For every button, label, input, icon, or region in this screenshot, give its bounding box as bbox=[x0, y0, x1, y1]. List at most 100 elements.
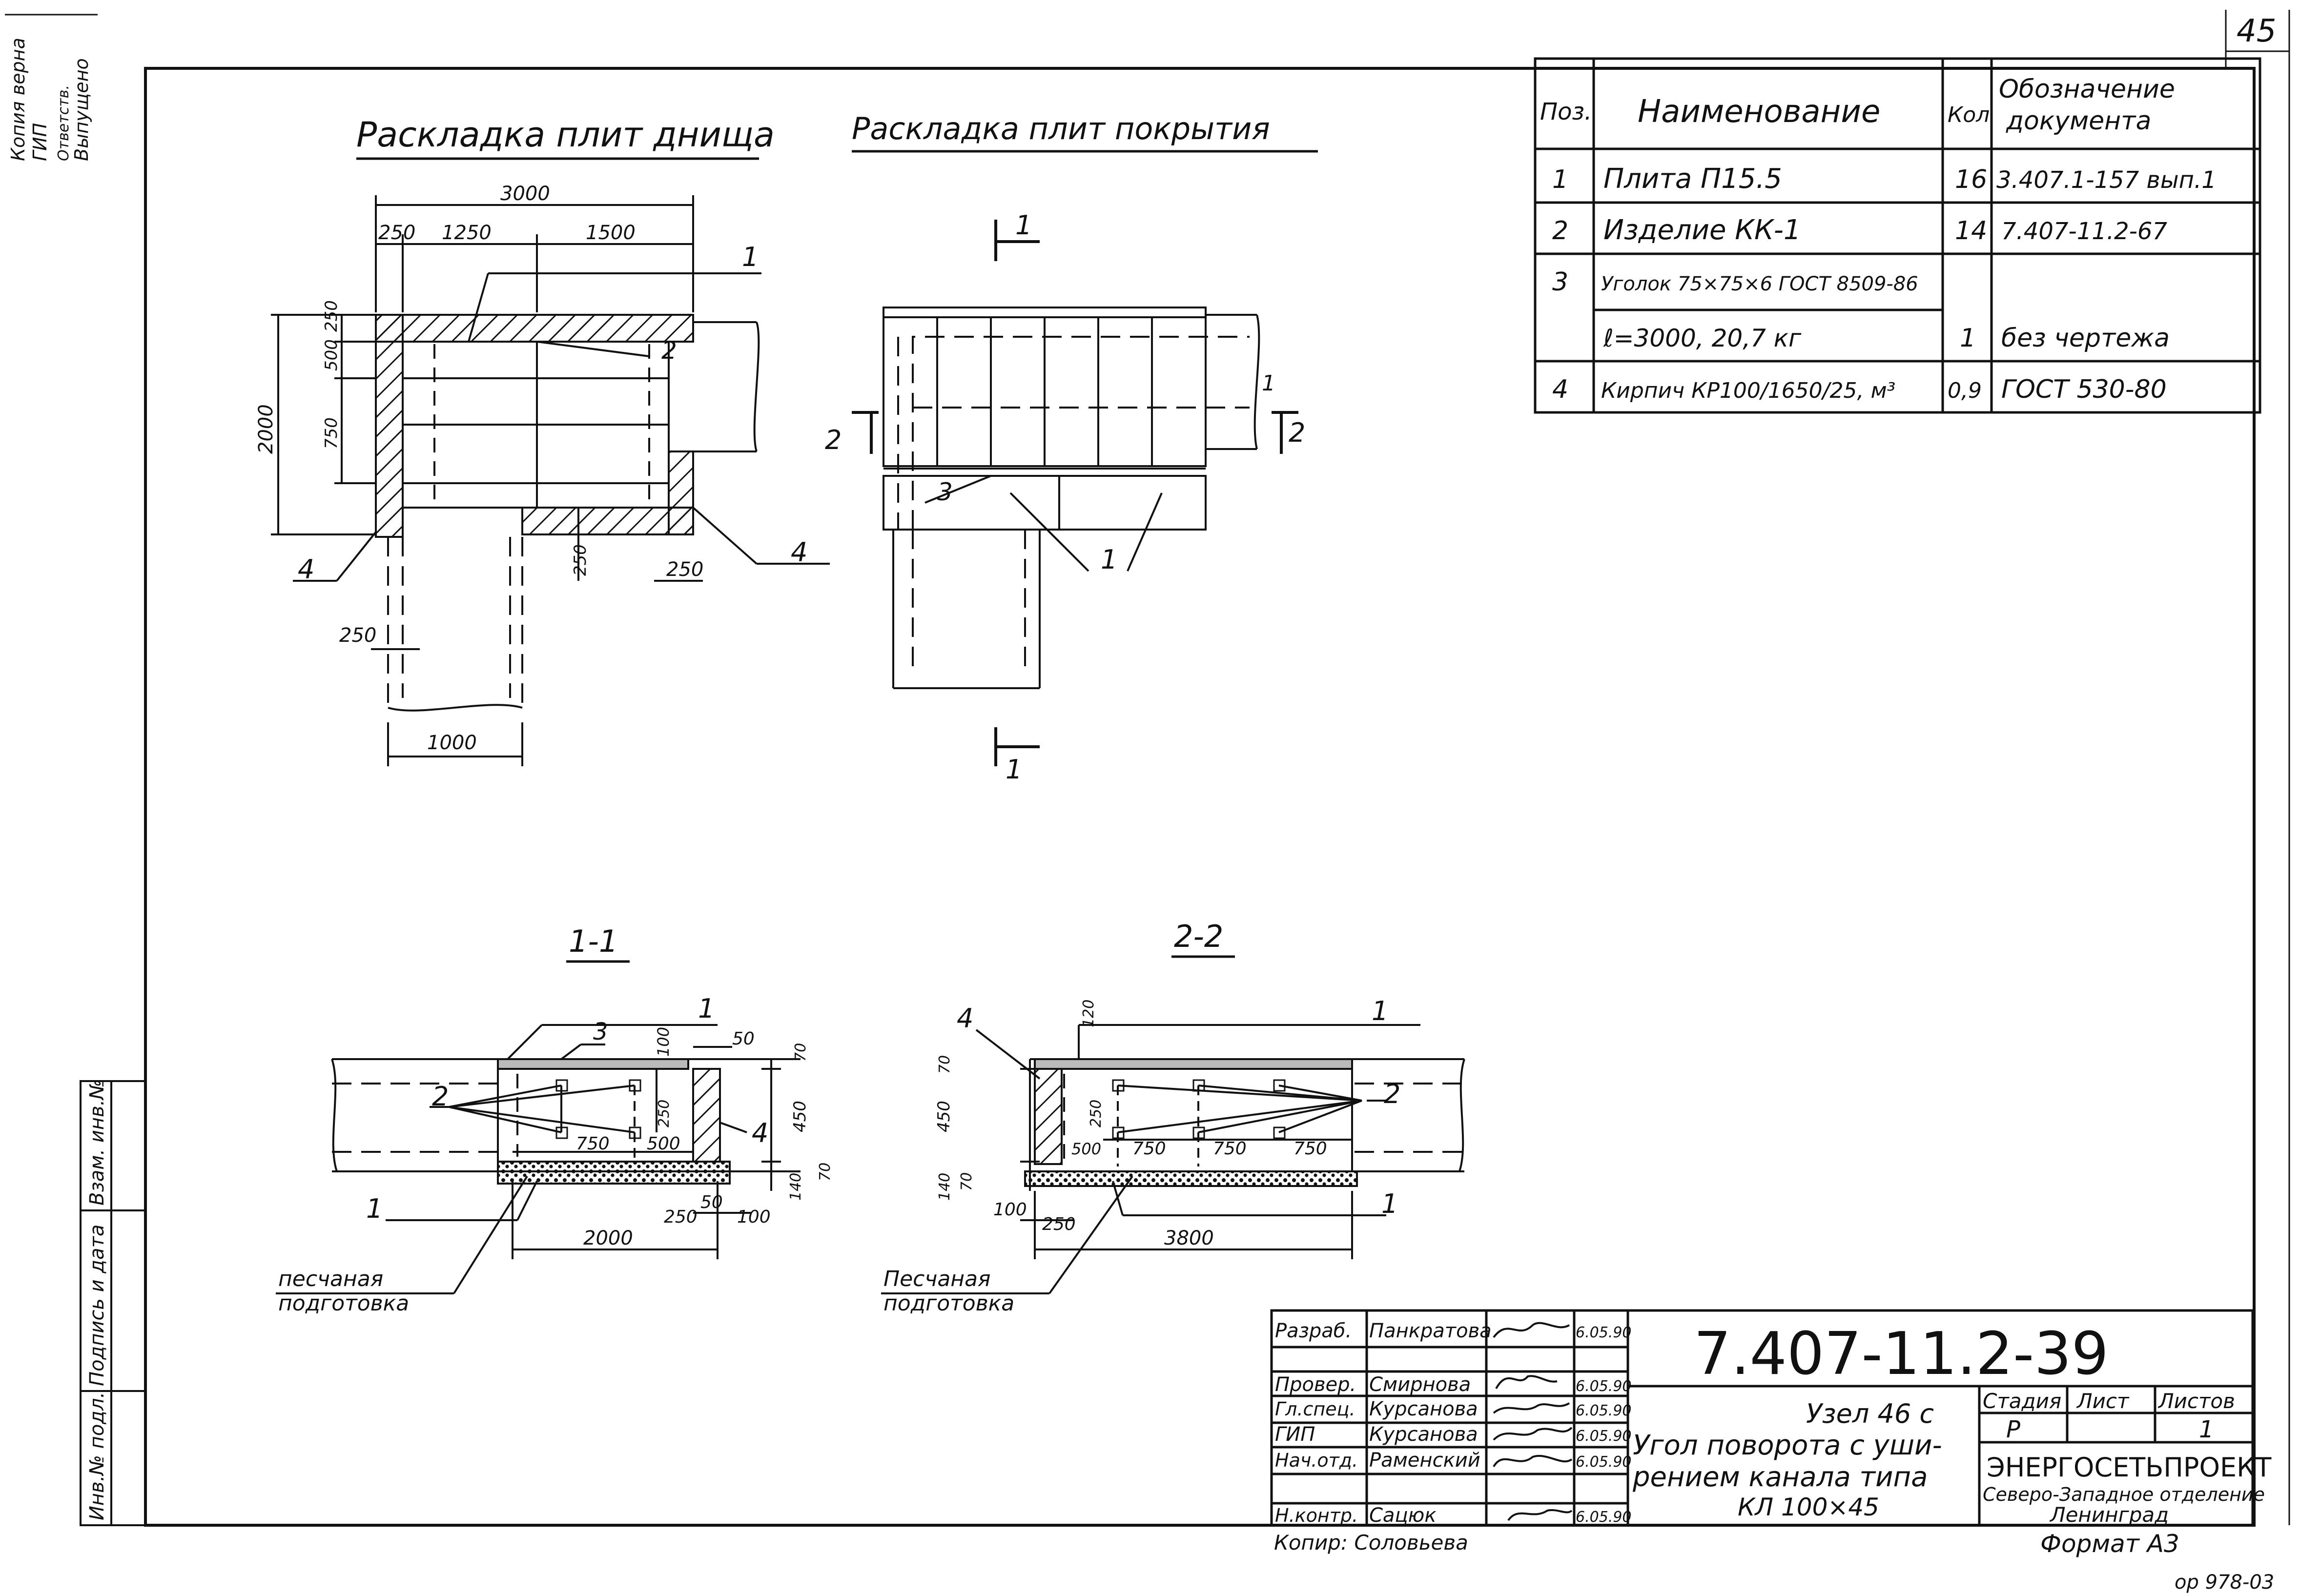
stage-value-sheets: 1 bbox=[2199, 1416, 2214, 1443]
s1-callout-2: 2 bbox=[432, 1081, 449, 1112]
spec-row-3-name: Уголок 75×75×6 ГОСТ 8509-86 bbox=[1601, 273, 1918, 295]
plan-bottom-layout bbox=[271, 195, 830, 766]
s2-dim-100: 100 bbox=[993, 1200, 1027, 1220]
s1-callout-1-top: 1 bbox=[698, 993, 715, 1024]
s2-dim-3800: 3800 bbox=[1164, 1227, 1214, 1249]
signature-mark-3 bbox=[1493, 1402, 1570, 1414]
s1-dim-250: 250 bbox=[656, 1100, 673, 1127]
s1-dim-50-bottom: 50 bbox=[700, 1192, 723, 1212]
s2-dim-140: 140 bbox=[936, 1173, 953, 1201]
s2-dim-250-bottom: 250 bbox=[1042, 1214, 1076, 1234]
spec-row-2-qty: 14 bbox=[1955, 216, 1987, 246]
sig-name-4: Курсанова bbox=[1369, 1423, 1478, 1446]
s1-dim-450: 450 bbox=[790, 1101, 810, 1132]
org-branch: Северо-Западное отделение bbox=[1983, 1484, 2265, 1505]
sig-name-1: Панкратова bbox=[1369, 1320, 1492, 1342]
corner-stamp: Копия верна ГИП Ответств. Выпущено bbox=[5, 14, 98, 161]
dim-1250: 1250 bbox=[442, 222, 492, 244]
callout-4-right: 4 bbox=[791, 537, 807, 568]
s2-dim-120: 120 bbox=[1080, 1000, 1097, 1027]
spec-row-1-pos: 1 bbox=[1552, 165, 1568, 194]
dim-1000: 1000 bbox=[427, 732, 477, 754]
dim-250-channel: 250 bbox=[339, 624, 376, 647]
sig-role-5: Нач.отд. bbox=[1275, 1450, 1358, 1471]
spec-row-4-pos: 4 bbox=[1552, 375, 1568, 404]
signature-mark-4 bbox=[1493, 1427, 1573, 1441]
s1-dim-100-bottom: 100 bbox=[737, 1207, 771, 1227]
callout-1-cover-right: 1 bbox=[1262, 371, 1275, 396]
dim-2000: 2000 bbox=[255, 404, 277, 454]
spec-row-4-doc: ГОСТ 530-80 bbox=[2001, 375, 2167, 404]
s1-dim-70-bottom: 70 bbox=[817, 1163, 834, 1181]
heading-cover-layout: Раскладка плит покрытия bbox=[852, 111, 1270, 146]
dim-750: 750 bbox=[322, 417, 341, 449]
s1-note-line-1: песчаная bbox=[278, 1267, 383, 1291]
sig-role-1: Разраб. bbox=[1275, 1320, 1352, 1342]
s1-dim-500: 500 bbox=[647, 1134, 680, 1154]
s1-callout-1-bottom: 1 bbox=[366, 1193, 383, 1224]
callout-2-bottom: 2 bbox=[661, 336, 677, 365]
spec-row-3b-qty: 1 bbox=[1960, 324, 1976, 353]
heading-section-1-1: 1-1 bbox=[569, 923, 618, 959]
heading-bottom-layout: Раскладка плит днища bbox=[356, 115, 775, 155]
stage-header-sheets: Листов bbox=[2157, 1389, 2235, 1413]
stage-value-stage: Р bbox=[2006, 1416, 2020, 1443]
spec-table bbox=[1534, 57, 2261, 414]
s2-dim-750-a: 750 bbox=[1132, 1139, 1166, 1159]
sig-name-3: Курсанова bbox=[1369, 1398, 1478, 1420]
corner-stamp-line-3: Ответств. bbox=[55, 85, 72, 161]
sig-date-2: 6.05.90 bbox=[1576, 1378, 1632, 1395]
plan-cover-layout bbox=[852, 220, 1298, 766]
side-stamp bbox=[80, 1080, 146, 1526]
callout-1-bottom: 1 bbox=[742, 242, 759, 272]
s1-dim-100: 100 bbox=[654, 1027, 673, 1057]
signature-mark-2 bbox=[1495, 1375, 1558, 1389]
title-line-1: Узел 46 с bbox=[1806, 1398, 1934, 1429]
side-stamp-label-1: Взам. инв.№ bbox=[86, 1079, 108, 1206]
s2-dim-750-b: 750 bbox=[1213, 1139, 1247, 1159]
title-line-2: Угол поворота с уши- bbox=[1633, 1430, 1942, 1461]
spec-row-3-pos: 3 bbox=[1552, 267, 1568, 297]
s1-note-line-2: подготовка bbox=[278, 1291, 409, 1316]
corner-stamp-line-4: Выпущено bbox=[71, 58, 92, 161]
s1-callout-3: 3 bbox=[593, 1018, 608, 1045]
doc-number: 7.407-11.2-39 bbox=[1694, 1320, 2109, 1388]
dim-3000: 3000 bbox=[500, 183, 550, 205]
signature-mark-1 bbox=[1493, 1322, 1570, 1338]
sig-name-2: Смирнова bbox=[1369, 1373, 1471, 1396]
s1-callout-4: 4 bbox=[752, 1118, 768, 1148]
corner-stamp-line-2: ГИП bbox=[29, 123, 51, 161]
spec-row-3b-doc: без чертежа bbox=[2001, 324, 2170, 353]
s1-dim-2000: 2000 bbox=[583, 1227, 633, 1249]
plan-cover-labels: 1 1 3 1 1 2 2 bbox=[825, 210, 1305, 785]
dim-250-left: 250 bbox=[322, 300, 341, 332]
spec-row-4-name: Кирпич КР100/1650/25, м³ bbox=[1601, 378, 1895, 403]
sig-role-6: Н.контр. bbox=[1275, 1505, 1358, 1526]
heading-section-2-2: 2-2 bbox=[1174, 919, 1223, 954]
s2-note-line-1: Песчаная bbox=[883, 1267, 991, 1291]
dim-500: 500 bbox=[322, 339, 341, 371]
callout-3-cover: 3 bbox=[937, 478, 953, 506]
spec-header-doc-2: документа bbox=[2006, 106, 2151, 136]
stage-header-sheet: Лист bbox=[2076, 1389, 2130, 1413]
s2-note-line-2: подготовка bbox=[883, 1291, 1014, 1316]
s1-dim-250-bottom: 250 bbox=[664, 1207, 698, 1227]
sig-role-2: Провер. bbox=[1275, 1373, 1356, 1396]
corner-stamp-line-1: Копия верна bbox=[7, 38, 29, 161]
page-number: 45 bbox=[2237, 13, 2276, 49]
title-block-text: 7.407-11.2-39 Узел 46 с Угол поворота с … bbox=[1275, 1320, 2272, 1527]
org-name: ЭНЕРГОСЕТЬПРОЕКТ bbox=[1987, 1452, 2272, 1483]
title-line-4: КЛ 100×45 bbox=[1738, 1493, 1879, 1521]
spec-table-text: Поз. Наименование Кол Обозначение докуме… bbox=[1540, 75, 2217, 404]
sig-name-6: Сацюк bbox=[1369, 1504, 1437, 1527]
sig-date-4: 6.05.90 bbox=[1576, 1428, 1632, 1445]
dim-250-top: 250 bbox=[378, 222, 415, 244]
spec-row-1-doc: 3.407.1-157 вып.1 bbox=[1996, 166, 2217, 194]
spec-row-1-name: Плита П15.5 bbox=[1603, 163, 1782, 195]
dim-250-mid: 250 bbox=[571, 544, 590, 576]
sig-role-4: ГИП bbox=[1275, 1423, 1315, 1446]
s2-dim-500: 500 bbox=[1071, 1140, 1101, 1158]
copy-code: op 978-03 bbox=[2175, 1571, 2274, 1594]
s2-dim-750-c: 750 bbox=[1294, 1139, 1327, 1159]
